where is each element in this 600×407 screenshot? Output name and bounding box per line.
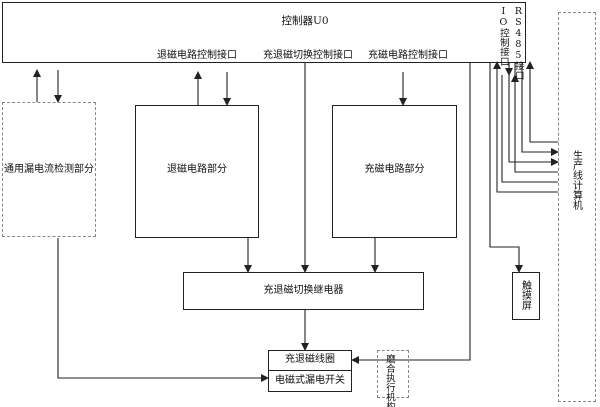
breaker-label: 电磁式漏电开关 [275, 375, 345, 386]
io-line-b [501, 75, 558, 183]
controller-to-touchscreen-arrow [489, 62, 523, 273]
io-line-a [496, 75, 558, 193]
mes-pc-label: 生产线计算机 [570, 150, 582, 210]
pc-to-rs485-arrow [526, 61, 558, 143]
mes-pc-box [558, 12, 596, 402]
touchscreen-label: 触摸屏 [519, 280, 531, 310]
touchscreen-box [512, 272, 540, 320]
leak-detect-box [2, 102, 96, 237]
leak-detect-label: 通用漏电流检测部分 [4, 164, 94, 175]
demag-circuit-box [135, 105, 259, 238]
coil-breaker-box [268, 350, 352, 392]
demag-ctrl-port-label: 退磁电路控制接口 [157, 50, 237, 61]
rs485-to-pc-arrow [521, 62, 559, 156]
switch-ctrl-port-label: 充退磁切换控制接口 [263, 50, 353, 61]
demag-circuit-label: 退磁电路部分 [167, 164, 227, 175]
io-to-pc-arrow [508, 75, 559, 166]
mag-ctrl-port-label: 充磁电路控制接口 [368, 50, 448, 61]
controller-to-breaker-arrow [351, 62, 471, 364]
pc-to-io-arrow [511, 74, 558, 173]
actuator-box [377, 350, 409, 398]
relay-label: 充退磁切换继电器 [263, 285, 344, 296]
rs485-port-label: RS485接口 [512, 6, 524, 80]
actuator-label: 磨合执行机构 [383, 354, 395, 407]
controller-box [2, 2, 526, 63]
mag-circuit-label: 充磁电路部分 [364, 164, 425, 175]
coil-label: 充退磁线圈 [285, 354, 335, 365]
coil-breaker-divider [268, 370, 352, 371]
relay-box [183, 272, 424, 310]
mag-circuit-box [332, 105, 457, 238]
leak-to-breaker-arrow [57, 238, 269, 382]
controller-title: 控制器U0 [281, 15, 329, 27]
io-ctrl-port-label: IO控制接口 [497, 6, 509, 66]
